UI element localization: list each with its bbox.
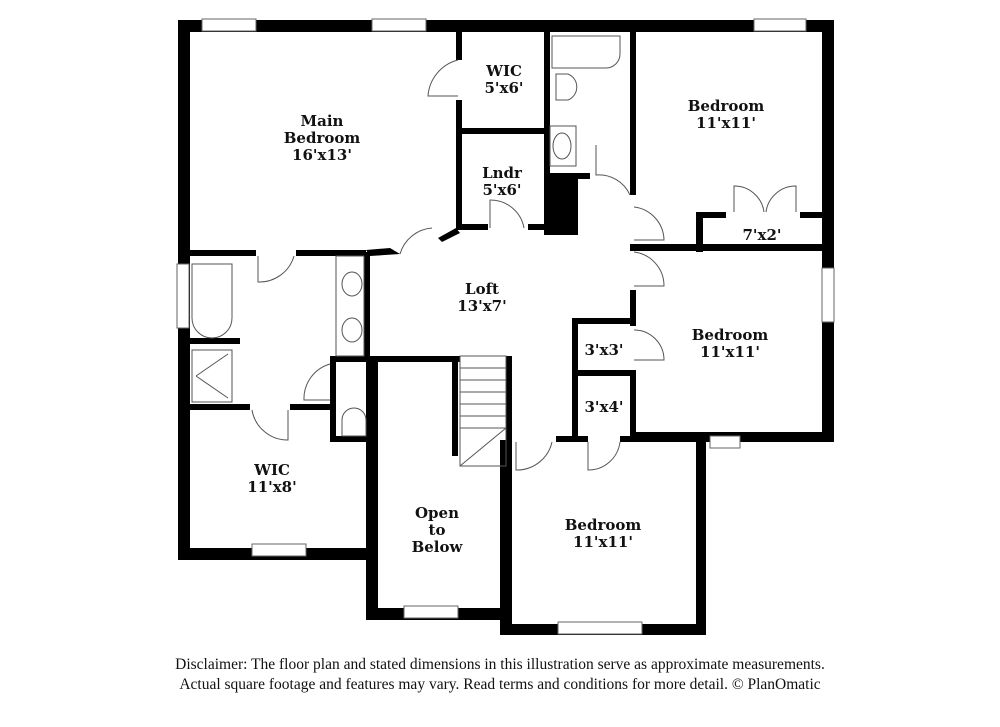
window bbox=[753, 18, 807, 32]
wic-main-name: WIC bbox=[253, 461, 290, 479]
closet-ne-size: 7'x2' bbox=[742, 226, 781, 244]
window bbox=[557, 621, 643, 635]
open-to-below-3: Below bbox=[412, 538, 464, 556]
bedroom-e-size: 11'x11' bbox=[700, 343, 760, 361]
shower-icon bbox=[191, 349, 233, 403]
window bbox=[821, 267, 835, 323]
vanity-counter bbox=[335, 255, 365, 357]
disclaimer-line-2: Actual square footage and features may v… bbox=[179, 676, 821, 693]
closet-3x4-size: 3'x4' bbox=[584, 398, 623, 416]
closet-3x3-size: 3'x3' bbox=[584, 341, 623, 359]
main-bedroom-name-2: Bedroom bbox=[284, 129, 361, 147]
sink-counter bbox=[549, 125, 577, 167]
loft-size: 13'x7' bbox=[457, 297, 506, 315]
toilet-icon bbox=[341, 407, 367, 437]
loft-name: Loft bbox=[465, 280, 499, 298]
interior-walls bbox=[186, 20, 830, 456]
window bbox=[251, 543, 307, 557]
bedroom-ne-name: Bedroom bbox=[688, 97, 765, 115]
window bbox=[201, 18, 257, 32]
wic-main-size: 11'x8' bbox=[247, 478, 296, 496]
sink-icon bbox=[341, 317, 363, 343]
window bbox=[176, 263, 190, 329]
disclaimer-line-1: Disclaimer: The floor plan and stated di… bbox=[175, 656, 825, 673]
room-labels: Main Bedroom 16'x13' WIC 5'x6' Lndr 5'x6… bbox=[247, 62, 781, 556]
main-bedroom-size: 16'x13' bbox=[292, 146, 352, 164]
open-to-below-2: to bbox=[429, 521, 446, 539]
bedroom-ne-size: 11'x11' bbox=[696, 114, 756, 132]
door-swings bbox=[251, 59, 797, 471]
bedroom-s-name: Bedroom bbox=[565, 516, 642, 534]
laundry-size: 5'x6' bbox=[482, 181, 521, 199]
open-to-below-1: Open bbox=[415, 504, 459, 522]
laundry-name: Lndr bbox=[482, 164, 523, 182]
bathtub-icon bbox=[551, 35, 621, 69]
bedroom-e-name: Bedroom bbox=[692, 326, 769, 344]
bathtub-icon bbox=[191, 263, 233, 339]
staircase-icon bbox=[459, 355, 507, 467]
sink-icon bbox=[552, 132, 572, 160]
bedroom-s-size: 11'x11' bbox=[573, 533, 633, 551]
sink-icon bbox=[341, 271, 363, 297]
windows bbox=[176, 18, 835, 635]
toilet-icon bbox=[555, 73, 578, 101]
main-bedroom-name: Main bbox=[301, 112, 344, 130]
window bbox=[709, 435, 741, 449]
window bbox=[371, 18, 427, 32]
window bbox=[403, 605, 459, 619]
fixtures bbox=[191, 35, 621, 467]
wic-top-size: 5'x6' bbox=[484, 79, 523, 97]
wic-top-name: WIC bbox=[485, 62, 522, 80]
